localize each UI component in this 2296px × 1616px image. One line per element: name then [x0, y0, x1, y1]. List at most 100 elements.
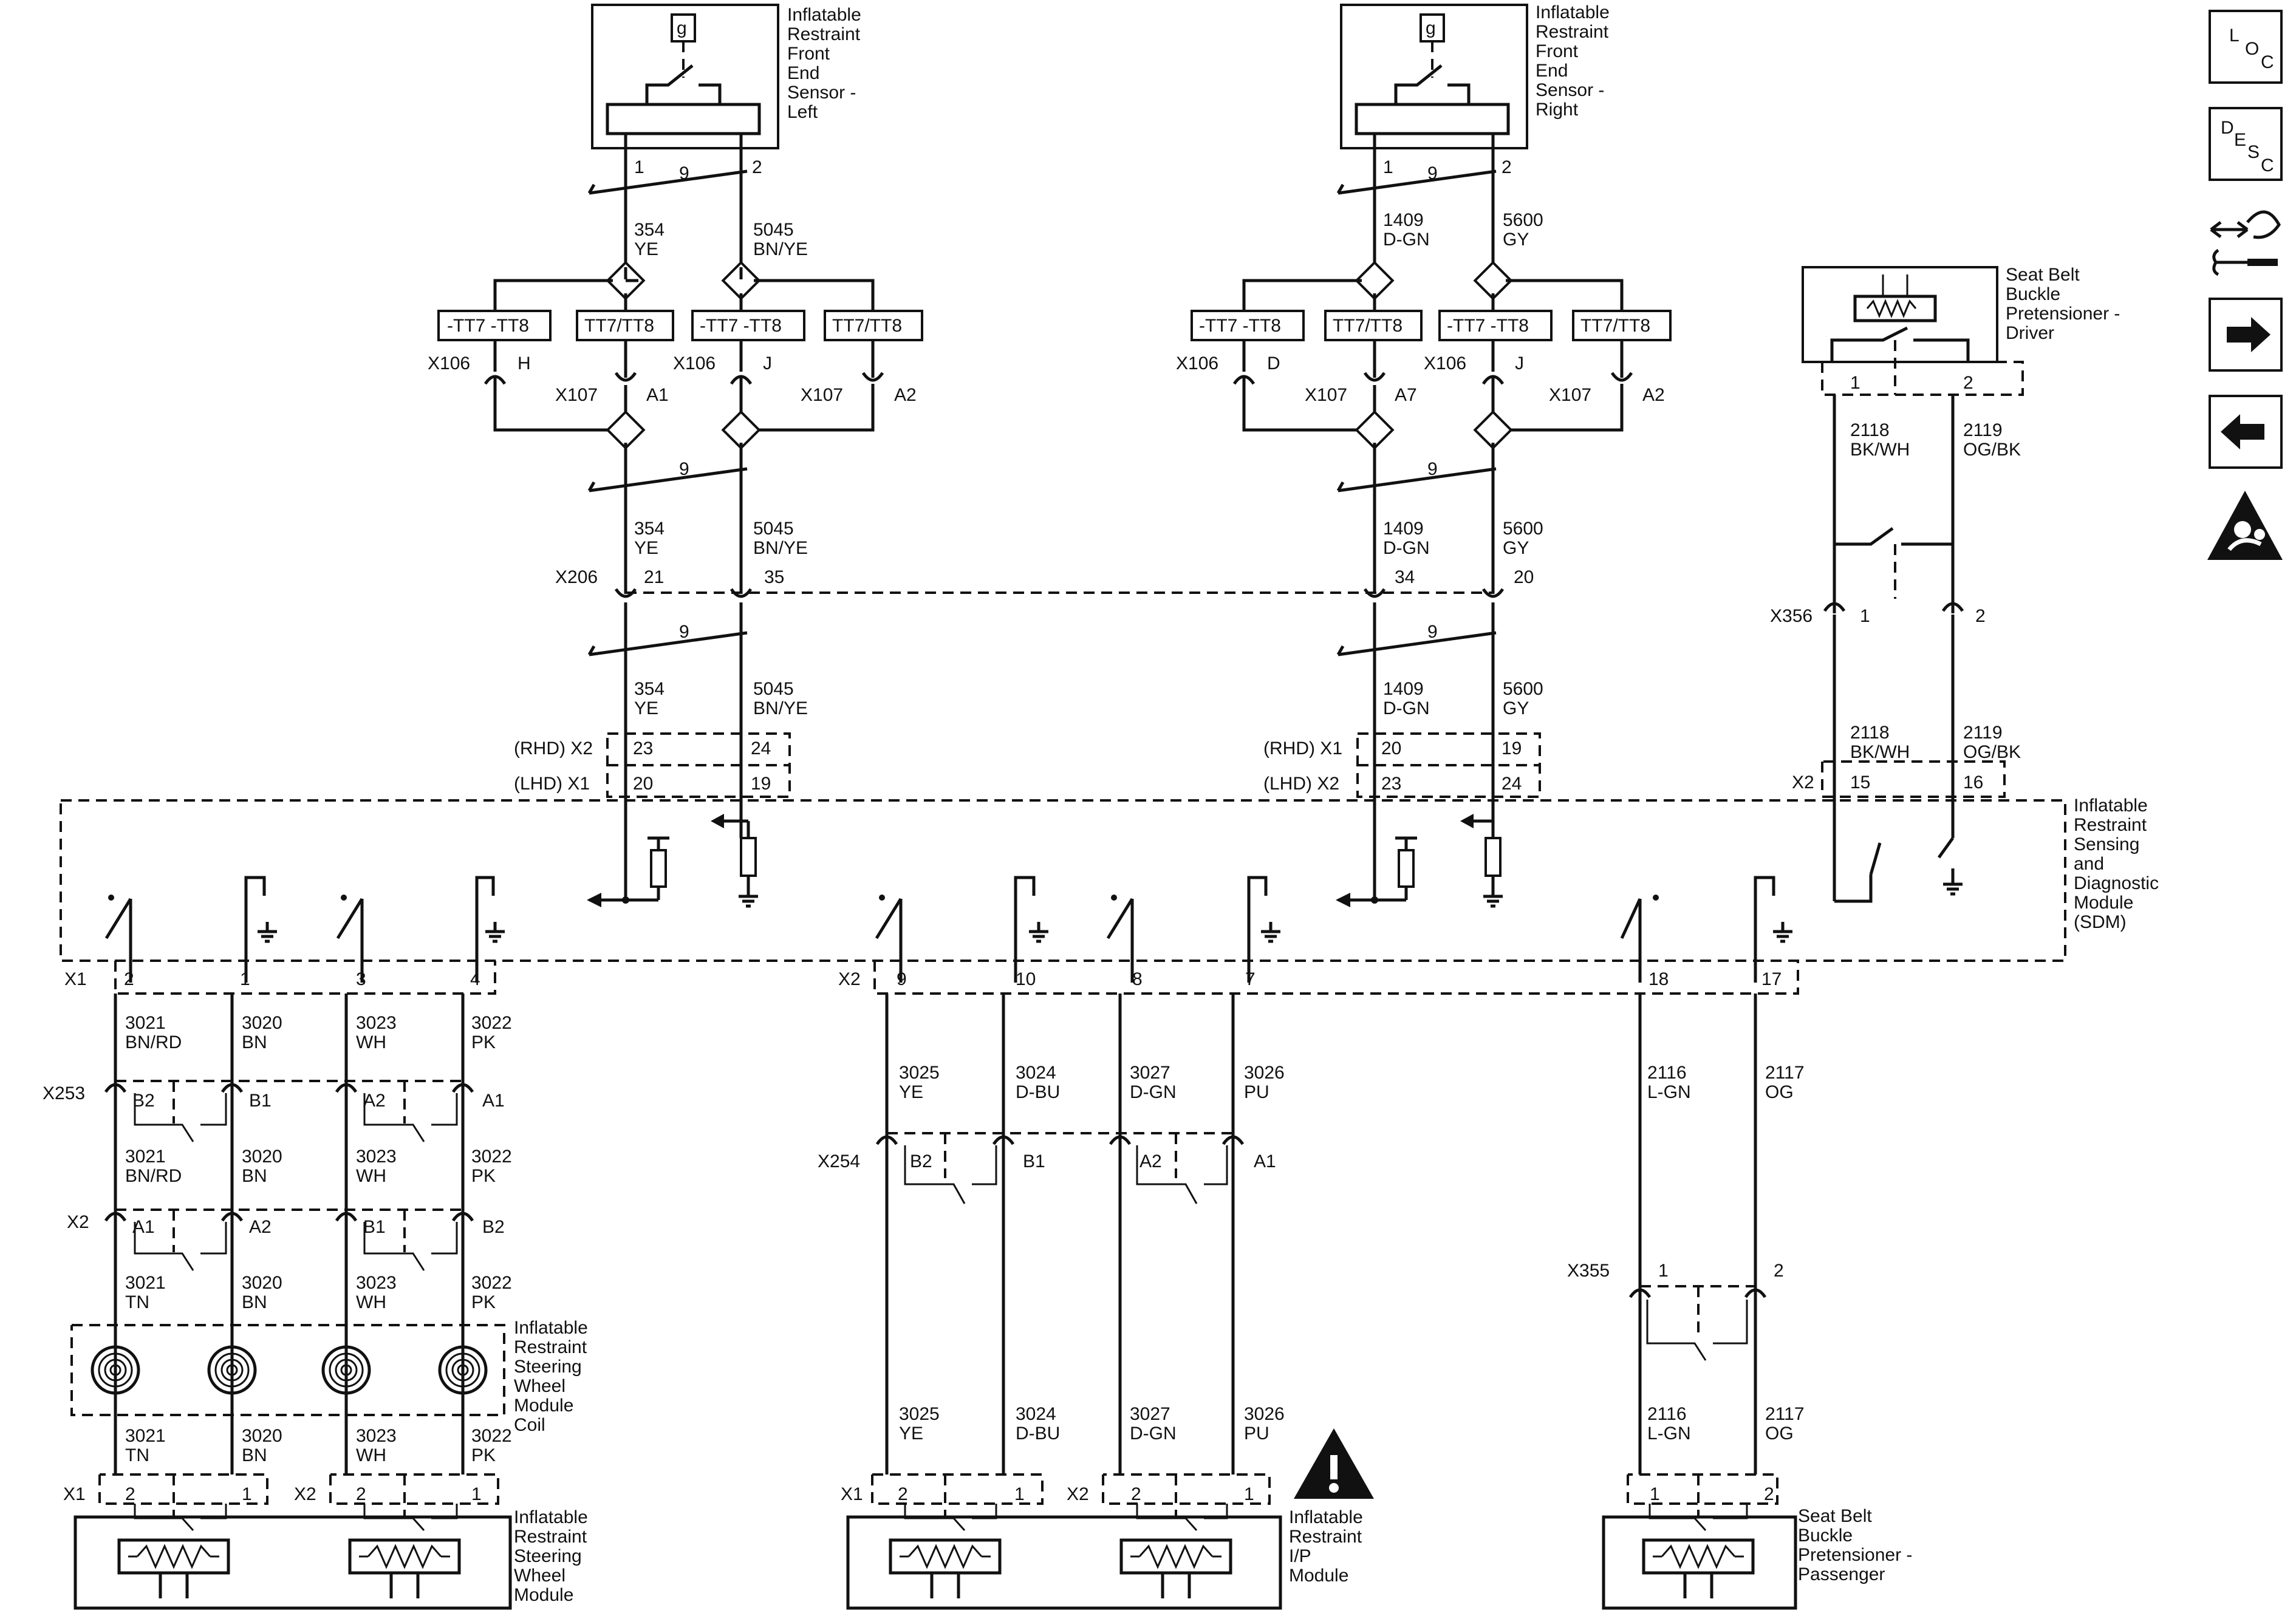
pin-sdm-15: 15 [1850, 772, 1870, 793]
pin-x356-1: 1 [1860, 606, 1870, 626]
wire-354-num-c: 354 [634, 679, 665, 699]
connector-x106-right-b: X106 [1424, 353, 1466, 373]
wire-3026-num-a: 3026 [1244, 1063, 1285, 1083]
ip-module-warning-icon[interactable] [1294, 1428, 1374, 1499]
left-sensor-pin-1: 1 [634, 157, 644, 177]
steering-module-title-1: Inflatable [514, 1507, 588, 1527]
location-button[interactable]: L O C [2209, 10, 2283, 84]
front-end-sensor-left: g [591, 4, 779, 149]
connector-x107-left-a: X107 [555, 385, 598, 405]
buckle-driver-title-3: Pretensioner - [2006, 304, 2120, 324]
wire-2118-color-b: BK/WH [1850, 742, 1910, 762]
coil-title-2: Restraint [514, 1337, 587, 1357]
steering-module-title-5: Module [514, 1585, 573, 1605]
wire-3022-num-b: 3022 [471, 1147, 512, 1167]
wire-1409-num-b: 1409 [1383, 519, 1424, 539]
previous-page-button[interactable] [2209, 395, 2283, 469]
wire-5600-color-b: GY [1503, 538, 1529, 558]
pin-x106-j-right: J [1515, 353, 1524, 373]
wire-3026-num-b: 3026 [1244, 1404, 1285, 1424]
wire-3021-num-b: 3021 [125, 1147, 166, 1167]
right-sensor-twist-9-b: 9 [1427, 459, 1438, 479]
pin-x254-b1: B1 [1023, 1151, 1045, 1171]
sensor-ground-symbol-left: g [677, 18, 687, 38]
connector-x1-sdm-steering: X1 [64, 969, 87, 989]
wire-1409-color-c: D-GN [1383, 698, 1430, 718]
wire-3021tn-num-a: 3021 [125, 1273, 166, 1293]
pin-x107-a7: A7 [1395, 385, 1417, 405]
airbag-caution-icon[interactable] [2207, 491, 2283, 560]
left-sensor-harness [437, 148, 923, 743]
connector-x107-right-a: X107 [1305, 385, 1347, 405]
buckle-driver-pin-1: 1 [1850, 373, 1860, 393]
pin-sdm-r20: 20 [1381, 738, 1401, 759]
front-end-sensor-left-title-4: End [787, 63, 819, 83]
description-button[interactable]: D E S C [2209, 107, 2283, 181]
wire-3023-color-d: WH [356, 1445, 386, 1465]
connector-x2-sdm-driver: X2 [1792, 772, 1814, 793]
pin-x106-d: D [1267, 353, 1280, 373]
wire-3027-color-a: D-GN [1130, 1082, 1177, 1102]
wire-3027-color-b: D-GN [1130, 1423, 1177, 1444]
wire-3020-color-d: BN [242, 1445, 267, 1465]
wire-1409-num-c: 1409 [1383, 679, 1424, 699]
coil-title-6: Coil [514, 1415, 545, 1435]
wire-354-num-b: 354 [634, 519, 665, 539]
wire-5045-color-c: BN/YE [753, 698, 808, 718]
front-end-sensor-left-title-6: Left [787, 102, 818, 122]
sdm-title-7: (SDM) [2074, 912, 2127, 932]
pin-pas-2: 2 [1764, 1484, 1774, 1504]
sdm-title-5: Diagnostic [2074, 873, 2159, 893]
pin-sw-x2-2: 2 [356, 1484, 366, 1504]
arrow-left-icon [2221, 414, 2264, 449]
wire-3026-color-b: PU [1244, 1423, 1269, 1444]
wire-5600-num-c: 5600 [1503, 679, 1543, 699]
option-not-tt-right-2: -TT7 -TT8 [1447, 316, 1529, 336]
connector-x2-steering-module: X2 [294, 1484, 316, 1504]
component-connector-icon[interactable] [2210, 210, 2281, 276]
connector-x356: X356 [1770, 606, 1813, 626]
desc-letter-s: S [2247, 142, 2260, 162]
buckle-driver-title-4: Driver [2006, 323, 2054, 343]
left-sensor-pin-2: 2 [752, 157, 762, 177]
next-page-button[interactable] [2209, 298, 2283, 372]
wire-3025-num-a: 3025 [899, 1063, 940, 1083]
ip-module-title-3: I/P [1289, 1546, 1311, 1566]
wire-3024-num-b: 3024 [1016, 1404, 1056, 1424]
buckle-driver-title-2: Buckle [2006, 284, 2060, 304]
wire-3021tn-color-b: TN [125, 1445, 149, 1465]
wire-3023-num-a: 3023 [356, 1013, 397, 1033]
pin-coil-a2: A2 [249, 1217, 272, 1237]
pin-x254-a1: A1 [1254, 1151, 1276, 1171]
pin-coil-a1: A1 [132, 1217, 155, 1237]
connector-x1-ip: X1 [841, 1484, 863, 1504]
pin-x253-b2: B2 [132, 1091, 155, 1111]
pin-x206-21: 21 [644, 567, 664, 587]
option-not-tt-left-1: -TT7 -TT8 [447, 316, 529, 336]
connector-x2-ip: X2 [1067, 1484, 1089, 1504]
desc-letter-d: D [2221, 118, 2234, 138]
wire-3025-color-a: YE [899, 1082, 923, 1102]
sdm-title-3: Sensing [2074, 834, 2139, 854]
pin-x107-a2-right: A2 [1642, 385, 1665, 405]
pin-x2-17: 17 [1761, 969, 1782, 989]
steering-module-title-2: Restraint [514, 1527, 587, 1547]
coil-title-4: Wheel [514, 1376, 565, 1396]
wire-354-color-c: YE [634, 698, 658, 718]
wire-3020-num-c: 3020 [242, 1273, 282, 1293]
pin-x206-20: 20 [1514, 567, 1534, 587]
option-tt-left-2: TT7/TT8 [832, 316, 902, 336]
pin-sdm-r19: 19 [1502, 738, 1522, 759]
pin-sdm-20: 20 [633, 774, 653, 794]
wire-3022-color-d: PK [471, 1445, 496, 1465]
pin-x106-h: H [518, 353, 531, 373]
pin-x2-18: 18 [1649, 969, 1669, 989]
sdm-title-4: and [2074, 854, 2104, 874]
wire-5045-num-c: 5045 [753, 679, 794, 699]
pin-x1-1: 1 [240, 969, 250, 989]
pin-ip-x2-1: 1 [1244, 1484, 1254, 1504]
sdm-front-left-inputs [587, 732, 791, 907]
pin-sdm-r24: 24 [1502, 774, 1522, 794]
wire-2117-num-a: 2117 [1765, 1063, 1805, 1083]
option-tt-right-2: TT7/TT8 [1580, 316, 1650, 336]
